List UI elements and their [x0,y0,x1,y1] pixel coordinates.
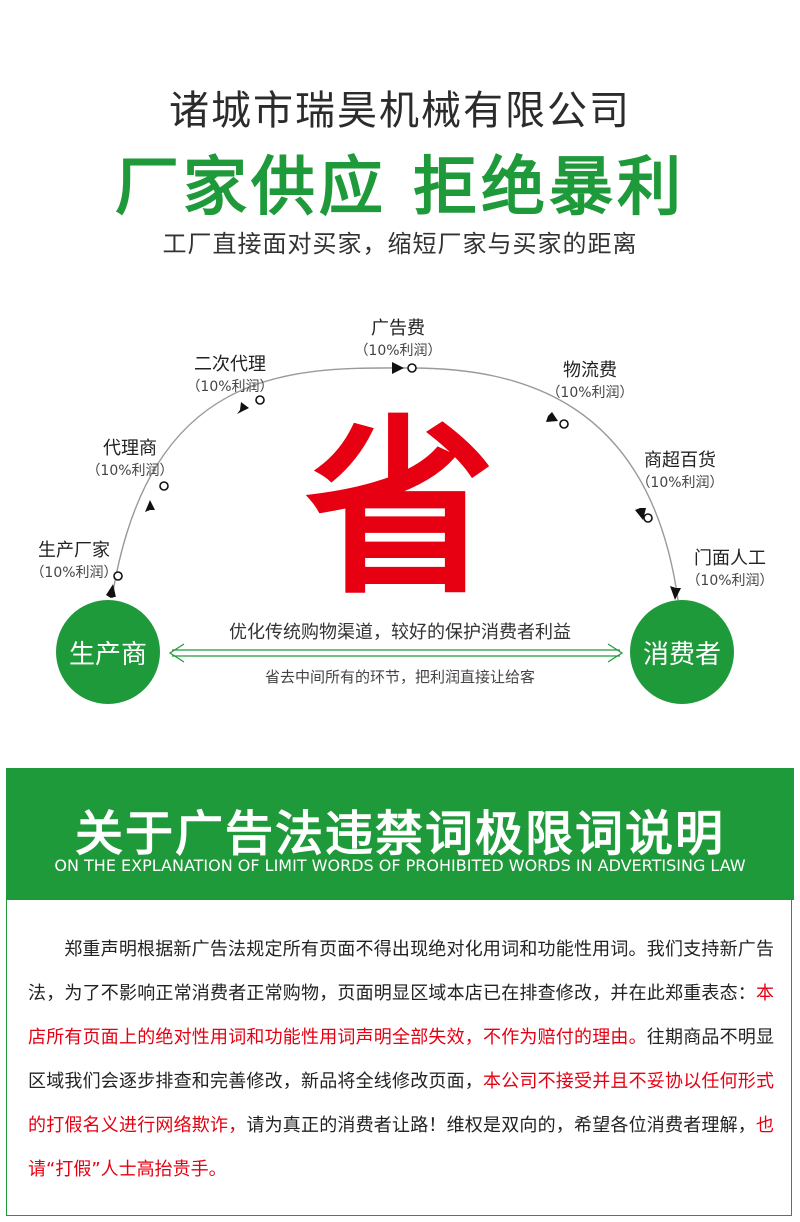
node-label-ad-fee: 广告费 （10%利润） [348,314,448,360]
node-dot [559,419,569,429]
node-profit: （10%利润） [636,475,724,491]
arc-arrow-icon [670,586,681,600]
notice-red-1: 本店所有页面上的绝对性用词和功能性用词声明全部失效，不作为赔付的理由。 [28,983,774,1048]
flow-caption-top: 优化传统购物渠道，较好的保护消费者利益 [229,622,571,643]
notice-red-2: 本公司不接受并且不妥协以任何形式的打假名义进行网络欺诈， [28,1071,774,1136]
node-dot [643,513,653,523]
node-profit: （10%利润） [30,565,118,581]
consumer-label: 消费者 [642,639,721,670]
notice-red-3: 也请“打假”人士高抬贵手。 [28,1115,775,1180]
arc-arrow-icon [145,500,155,512]
notice-paragraph: 郑重声明根据新广告法规定所有页面不得出现绝对化用词和功能性用词。我们支持新广告法… [28,928,774,1192]
flow-caption-bottom: 省去中间所有的环节，把利润直接让给客 [264,668,535,686]
node-label-sub-agent: 二次代理 （10%利润） [180,350,280,396]
notice-box [6,900,792,1216]
node-dot [407,363,417,373]
node-name: 门面人工 [694,548,766,569]
node-label-store-labor: 门面人工 （10%利润） [680,544,780,590]
node-profit: （10%利润） [354,343,442,359]
arc-arrow-icon [106,584,116,598]
notice-text-2: 往期商品不明显区域我们会逐步排查和完善修改，新品将全线修改页面， [28,1027,774,1092]
arc-arrow-icon [635,508,646,520]
node-dot [255,395,265,405]
flow-arrow-right-icon [607,643,624,663]
arc-arrow-icon [546,412,558,422]
node-name: 物流费 [563,360,617,381]
notice-text-3: 请为真正的消费者让路！维权是双向的，希望各位消费者理解， [246,1115,757,1136]
notice-text-1: 郑重声明根据新广告法规定所有页面不得出现绝对化用词和功能性用词。我们支持新广告法… [28,939,774,1004]
sub-slogan: 工厂直接面对买家，缩短厂家与买家的距离 [162,230,638,258]
arc-arrow-icon [237,402,249,414]
slogan: 厂家供应 拒绝暴利 [114,151,686,225]
node-name: 生产厂家 [38,540,110,561]
node-profit: （10%利润） [186,379,274,395]
node-profit: （10%利润） [546,385,634,401]
node-name: 代理商 [103,438,157,459]
consumer-circle: 消费者 [630,600,734,704]
node-profit: （10%利润） [86,463,174,479]
notice-banner [6,768,794,900]
node-label-supermarket: 商超百货 （10%利润） [630,446,730,492]
flow-arrow-left-icon [168,643,185,663]
company-name: 诸城市瑞昊机械有限公司 [169,88,631,134]
node-name: 二次代理 [194,354,266,375]
node-dot [113,571,123,581]
node-profit: （10%利润） [686,573,774,589]
save-character: 省 [304,399,495,620]
node-name: 商超百货 [644,450,716,471]
node-dot [159,481,169,491]
producer-circle: 生产商 [56,600,160,704]
node-label-logistics: 物流费 （10%利润） [540,356,640,402]
node-label-agent: 代理商 （10%利润） [82,434,178,480]
node-name: 广告费 [371,318,425,339]
producer-label: 生产商 [68,639,147,670]
notice-subtitle: ON THE EXPLANATION OF LIMIT WORDS OF PRO… [54,856,746,875]
notice-title: 关于广告法违禁词极限词说明 [74,806,725,862]
profit-arc-diagram [106,362,681,663]
node-label-producer: 生产厂家 （10%利润） [28,536,120,582]
arc-arrow-icon [392,362,404,374]
